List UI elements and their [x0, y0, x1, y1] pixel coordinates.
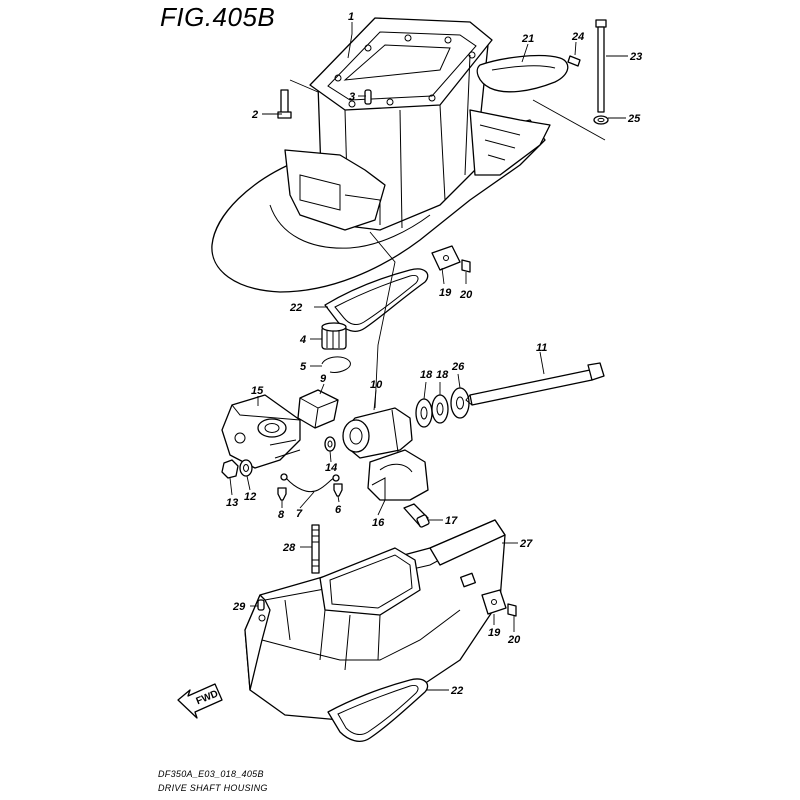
seal-ring-lower[interactable] — [327, 678, 429, 742]
callout-22-lower: 22 — [450, 685, 463, 697]
stud[interactable] — [311, 524, 320, 574]
fwd-arrow-icon: FWD — [177, 683, 223, 719]
callout-5: 5 — [300, 361, 307, 373]
callout-12: 12 — [244, 491, 256, 503]
callout-8: 8 — [278, 509, 285, 521]
callout-18b: 18 — [436, 369, 449, 381]
washer-26[interactable] — [450, 387, 470, 419]
section-name: DRIVE SHAFT HOUSING — [158, 783, 268, 793]
callout-6: 6 — [335, 504, 342, 516]
circlip[interactable] — [321, 356, 351, 373]
bolt-upper[interactable] — [277, 89, 292, 119]
mount-bracket-upper[interactable] — [221, 394, 301, 469]
dowel-pin[interactable] — [364, 89, 372, 105]
rear-cover[interactable] — [476, 54, 569, 93]
nut-13[interactable] — [221, 459, 239, 479]
callout-27: 27 — [519, 538, 533, 550]
rubber-mount[interactable] — [342, 407, 413, 459]
bushing[interactable] — [321, 322, 347, 350]
callout-10: 10 — [370, 379, 383, 391]
screw-plate-upper[interactable] — [461, 259, 471, 273]
callout-4: 4 — [299, 334, 306, 346]
through-bolt[interactable] — [465, 362, 605, 406]
washer-18b[interactable] — [431, 394, 449, 424]
callout-26: 26 — [451, 361, 465, 373]
callout-29: 29 — [232, 601, 246, 613]
figure-title: FIG.405B — [160, 2, 276, 32]
mount-bracket-lower[interactable] — [367, 449, 429, 501]
upper-housing[interactable] — [211, 17, 551, 293]
ground-wire[interactable] — [280, 473, 340, 493]
screw-8[interactable] — [277, 487, 287, 501]
callout-14: 14 — [325, 462, 337, 474]
plate-lower[interactable] — [481, 589, 507, 615]
screw-rear-cover[interactable] — [567, 55, 581, 67]
washer-12[interactable] — [239, 459, 253, 477]
callout-22-upper: 22 — [289, 302, 302, 314]
model-code: DF350A_E03_018_405B — [158, 769, 264, 779]
screw-6[interactable] — [333, 483, 343, 497]
callout-19-lower: 19 — [488, 627, 501, 639]
bolt-lower-bracket[interactable] — [403, 503, 430, 528]
callout-25: 25 — [627, 113, 641, 125]
callout-23: 23 — [629, 51, 642, 63]
long-bolt[interactable] — [595, 19, 607, 113]
callout-labels: 1 2 3 4 5 6 7 8 9 10 11 12 13 14 15 16 1… — [226, 11, 642, 697]
callout-11: 11 — [536, 342, 547, 354]
callout-16: 16 — [372, 517, 385, 529]
callout-20-lower: 20 — [507, 634, 521, 646]
callout-19-upper: 19 — [439, 287, 452, 299]
seal-ring-upper[interactable] — [324, 268, 429, 332]
callout-17: 17 — [445, 515, 458, 527]
callout-1: 1 — [348, 11, 354, 23]
washer-14[interactable] — [324, 436, 336, 452]
leader-lines — [229, 22, 628, 691]
callout-7: 7 — [296, 508, 303, 520]
washer-long-bolt[interactable] — [593, 115, 609, 125]
screw-plate-lower[interactable] — [507, 603, 517, 617]
callout-28: 28 — [282, 542, 296, 554]
lower-housing[interactable] — [244, 519, 506, 721]
pin-lower[interactable] — [257, 599, 265, 611]
callout-20-upper: 20 — [459, 289, 473, 301]
plate-upper[interactable] — [431, 245, 461, 271]
callout-2: 2 — [251, 109, 258, 121]
callout-18a: 18 — [420, 369, 433, 381]
callout-21: 21 — [521, 33, 534, 45]
callout-9: 9 — [320, 373, 327, 385]
callout-24: 24 — [571, 31, 584, 43]
rubber-pad[interactable] — [297, 389, 339, 429]
callout-3: 3 — [349, 91, 355, 103]
washer-18a[interactable] — [415, 398, 433, 428]
callout-15: 15 — [251, 385, 264, 397]
callout-13: 13 — [226, 497, 238, 509]
